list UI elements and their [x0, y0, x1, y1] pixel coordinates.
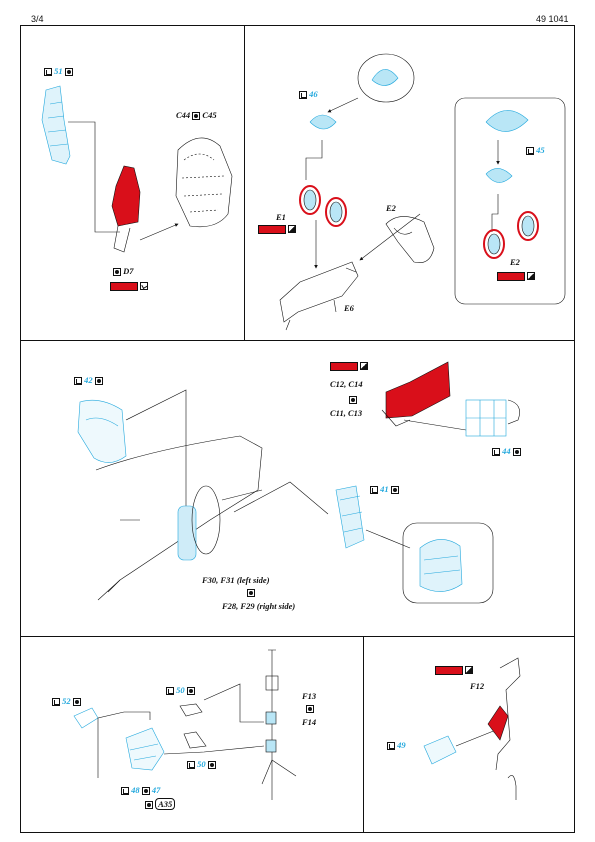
label-c11-c13: C11, C13 — [330, 408, 363, 418]
fold-icon — [140, 282, 149, 291]
label-f-left: F30, F31 (left side) — [202, 575, 270, 585]
label-a35: A35 — [145, 798, 176, 810]
fold-icon — [526, 147, 534, 156]
fold-icon — [44, 68, 52, 77]
remove-f13-f14 — [306, 704, 314, 714]
label-45: 45 — [526, 146, 545, 156]
fuselage-e6 — [279, 261, 359, 331]
remove-part-icon — [247, 589, 255, 598]
label-52: 52 — [52, 697, 81, 707]
half-filled-paint-icon — [465, 666, 474, 675]
label-41: 41 — [370, 485, 399, 495]
parts-50-pair — [179, 703, 207, 749]
remove-part-icon — [186, 687, 195, 696]
fold-icon — [370, 486, 378, 495]
remove-part-icon — [207, 761, 216, 770]
remove-part-icon — [72, 698, 81, 707]
half-filled-paint-icon — [288, 225, 297, 234]
half-filled-paint-icon — [527, 272, 536, 281]
part-45-inset — [483, 110, 539, 259]
remove-c11-c13 — [349, 395, 357, 405]
outer-frame — [20, 25, 575, 833]
red-paint-swatch — [258, 224, 286, 234]
remove-f — [247, 588, 255, 598]
page-number: 3/4 — [31, 14, 44, 24]
half-filled-paint-icon — [360, 362, 369, 371]
label-e1: E1 — [276, 212, 286, 222]
part-44-etch — [465, 399, 520, 437]
label-42: 42 — [74, 376, 103, 386]
component-e2 — [385, 216, 435, 263]
seat-c44-c45 — [175, 137, 233, 228]
part-41-inset — [419, 539, 463, 592]
c12-c14-assembly — [381, 361, 467, 431]
part-red-insert — [111, 165, 141, 253]
remove-part-icon — [64, 68, 73, 77]
lens-pair-e1 — [299, 185, 347, 227]
label-50-bottom: 50 — [187, 760, 216, 770]
label-f13: F13 — [302, 691, 317, 701]
part-42-etch — [77, 399, 127, 463]
fold-icon — [187, 761, 195, 770]
remove-part-icon — [390, 486, 399, 495]
remove-part-icon — [306, 705, 314, 714]
fold-icon — [166, 687, 174, 696]
label-44: 44 — [492, 447, 521, 457]
kit-code: 49 1041 — [536, 14, 569, 24]
part-46-detail — [309, 53, 415, 130]
red-paint-swatch — [330, 361, 358, 371]
label-f12: F12 — [470, 681, 485, 691]
inset-box — [454, 97, 566, 305]
row2-divider — [20, 636, 575, 637]
paint-d7 — [110, 281, 149, 291]
part-49-etch — [423, 735, 457, 765]
landing-gear-strut — [261, 649, 297, 800]
panel1-divider — [20, 25, 245, 341]
label-e2: E2 — [386, 203, 396, 213]
label-f-right: F28, F29 (right side) — [222, 601, 296, 611]
part-51-etch — [41, 85, 71, 165]
label-48-47: 48 47 — [121, 786, 160, 796]
label-51: 51 — [44, 67, 73, 77]
paint-c12-c14 — [330, 361, 369, 371]
label-e6: E6 — [344, 303, 354, 313]
bottom-divider — [363, 636, 364, 833]
remove-part-icon — [141, 787, 150, 796]
fold-icon — [121, 787, 129, 796]
label-c44-c45: C44 C45 — [176, 110, 217, 121]
red-paint-swatch — [110, 281, 138, 291]
remove-part-icon — [512, 448, 521, 457]
red-paint-swatch — [497, 271, 525, 281]
part-41-etch — [335, 485, 365, 549]
remove-part-icon — [349, 396, 357, 405]
label-49: 49 — [387, 741, 406, 751]
part-47-48-etch — [125, 727, 165, 771]
red-paint-swatch — [435, 665, 463, 675]
label-46: 46 — [299, 90, 318, 100]
paint-f12 — [435, 665, 474, 675]
remove-part-icon — [192, 112, 201, 121]
remove-part-icon — [94, 377, 103, 386]
label-50-top: 50 — [166, 686, 195, 696]
f12-insert — [487, 657, 521, 800]
fold-icon — [52, 698, 60, 707]
paint-e2 — [497, 271, 536, 281]
fold-icon — [492, 448, 500, 457]
fuselage-main — [95, 435, 263, 601]
remove-part-icon — [113, 268, 121, 277]
label-d7: D7 — [113, 267, 134, 277]
row1-divider — [20, 340, 575, 341]
fold-icon — [74, 377, 82, 386]
paint-e1 — [258, 224, 297, 234]
label-e2-inset: E2 — [510, 257, 520, 267]
label-c12-c14: C12, C14 — [330, 379, 363, 389]
inset-41 — [402, 522, 494, 604]
remove-part-icon — [145, 801, 153, 810]
fold-icon — [387, 742, 395, 751]
fold-icon — [299, 91, 307, 100]
label-f14: F14 — [302, 717, 317, 727]
part-52-etch — [73, 707, 99, 729]
